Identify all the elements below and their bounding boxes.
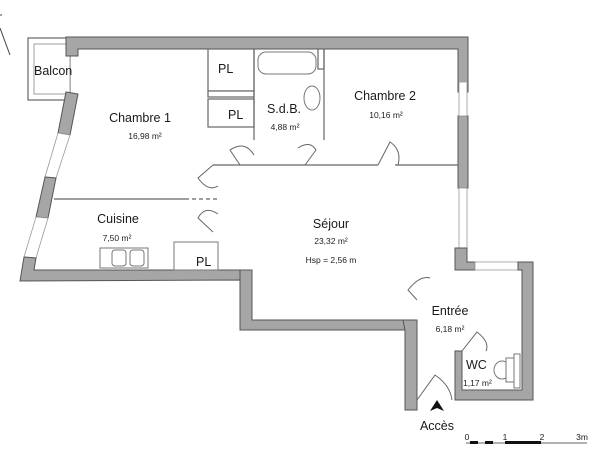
kitchen-sink-icon (99, 247, 149, 269)
room-name-sejour: Séjour (313, 217, 349, 231)
toilet-icon (493, 353, 521, 389)
room-name-balcon: Balcon (34, 64, 72, 78)
wall-bottom-sejour (239, 269, 413, 331)
balcony (27, 37, 71, 101)
room-area-chambre1: 16,98 m² (128, 131, 162, 141)
room-name-chambre2: Chambre 2 (354, 89, 416, 103)
room-name-entree: Entrée (432, 304, 469, 318)
closets (173, 48, 255, 271)
window (458, 187, 468, 249)
closet-label: PL (228, 108, 243, 122)
scale-tick: 3m (576, 432, 588, 442)
room-area-sdb: 4,88 m² (271, 122, 300, 132)
closet-label: PL (218, 62, 233, 76)
window (458, 81, 468, 117)
sink-icon (303, 85, 321, 111)
wall-right (457, 115, 469, 189)
scale-tick: 2 (540, 432, 545, 442)
room-area-entree: 6,18 m² (436, 324, 465, 334)
scale-tick: 1 (503, 432, 508, 442)
scale-tick: 0 (465, 432, 470, 442)
room-name-sdb: S.d.B. (267, 102, 301, 116)
doors (197, 141, 488, 401)
north-arrow-icon (0, 14, 11, 56)
room-area-sejour: 23,32 m² (314, 236, 348, 246)
window (44, 132, 71, 179)
closet-label: PL (196, 255, 211, 269)
room-area-wc: 1,17 m² (463, 378, 492, 388)
wall-top (65, 36, 469, 93)
room-name-chambre1: Chambre 1 (109, 111, 171, 125)
room-name-cuisine: Cuisine (97, 212, 139, 226)
room-name-wc: WC (466, 358, 487, 372)
bathtub-icon (257, 51, 317, 75)
wall-left-slant (35, 176, 57, 219)
arrow-up-icon (430, 400, 444, 411)
wall-entree-left (402, 319, 418, 411)
room-area-chambre2: 10,16 m² (369, 110, 403, 120)
ceiling-height: Hsp = 2,56 m (306, 255, 357, 265)
scale-bar (466, 441, 587, 444)
access-label: Accès (420, 419, 454, 433)
room-area-cuisine: 7,50 m² (103, 233, 132, 243)
wall-right-lower (454, 247, 476, 271)
window (23, 216, 49, 259)
